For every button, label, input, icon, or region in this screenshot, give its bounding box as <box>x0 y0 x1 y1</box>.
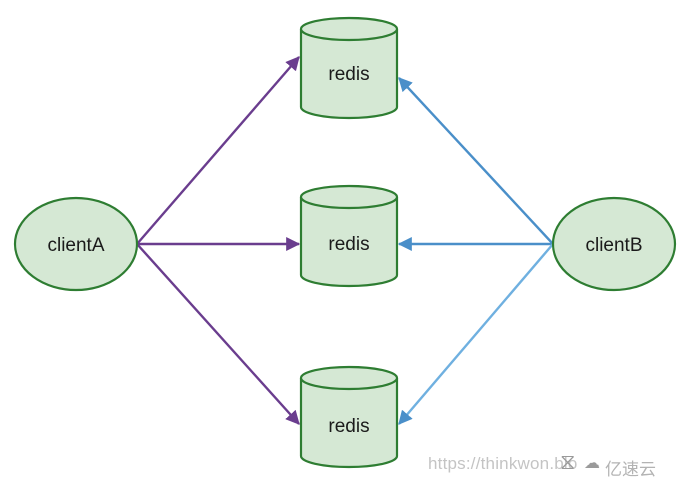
redis-middle-label: redis <box>328 234 369 255</box>
watermark-brand: 亿速云 <box>605 460 656 479</box>
redis-top-label: redis <box>328 64 369 85</box>
clientB-arrows <box>397 77 554 425</box>
redis-node-middle: redis <box>299 184 399 288</box>
clientA-node: clientA <box>13 196 139 292</box>
clientA-label: clientA <box>47 235 104 256</box>
clientA-arrows <box>136 56 301 425</box>
redis-bottom-label: redis <box>328 416 369 437</box>
arrow-clientB-to-redis-bottom <box>398 243 554 425</box>
cloud-icon: ☁ <box>584 455 600 472</box>
watermark-logo-icon: ⧖ <box>560 449 576 474</box>
watermark-url: https://thinkwon.blo <box>428 454 578 473</box>
arrow-clientA-to-redis-bottom <box>136 243 300 425</box>
clientB-label: clientB <box>585 235 642 256</box>
arrow-clientB-to-redis-top <box>398 77 554 245</box>
redis-node-top: redis <box>299 16 399 120</box>
arrow-clientA-to-redis-top <box>136 56 300 245</box>
redis-node-bottom: redis <box>299 365 399 469</box>
clientB-node: clientB <box>551 196 677 292</box>
